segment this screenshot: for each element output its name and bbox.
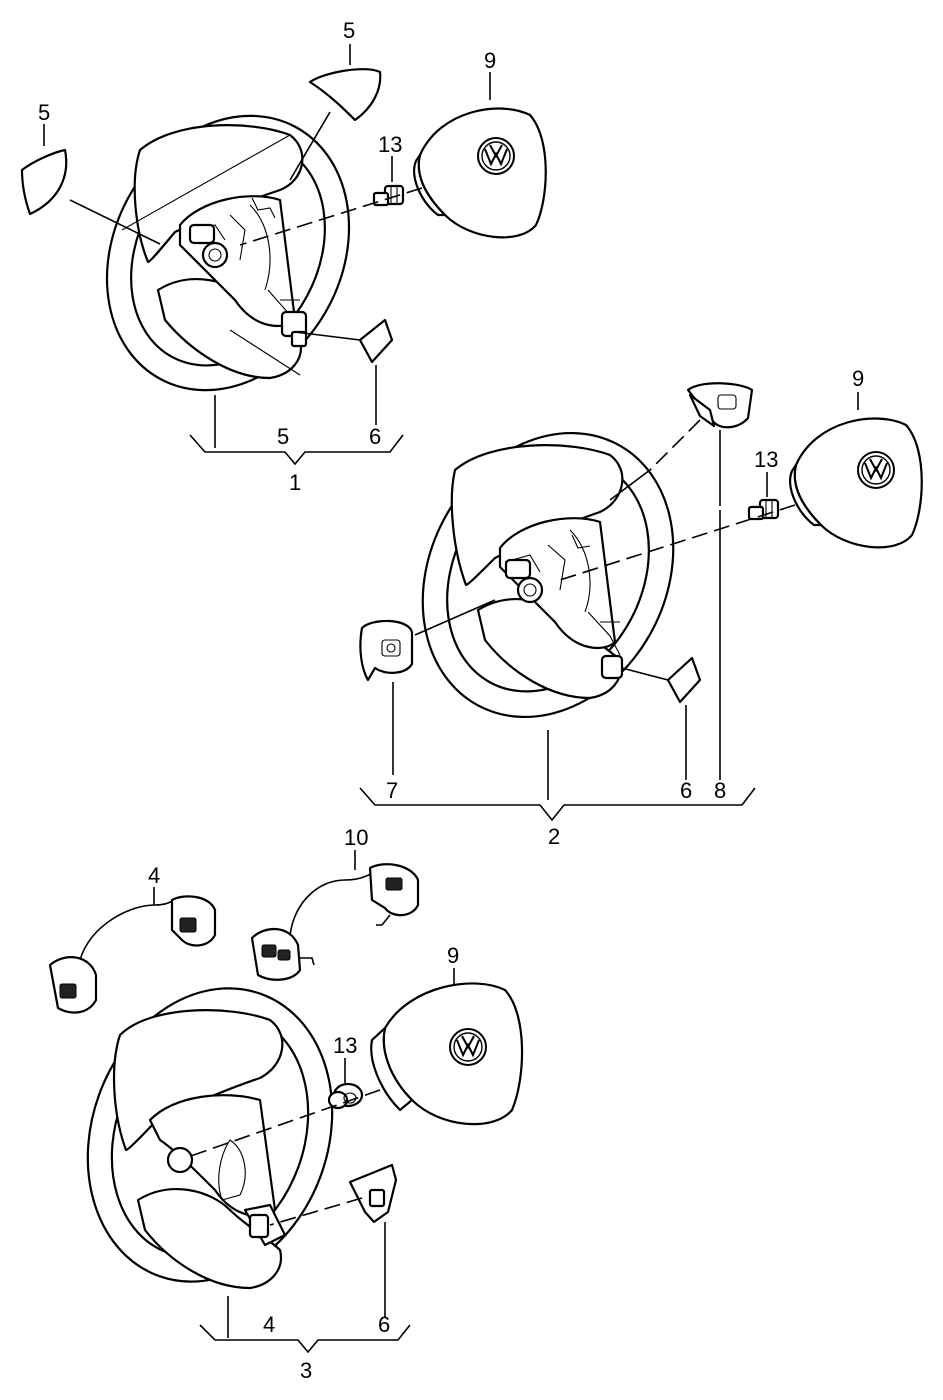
callout-3: 3 [300,1358,312,1383]
callout-4-top: 4 [148,863,160,888]
callout-9-b: 9 [852,366,864,391]
button-module-4 [48,895,217,1014]
button-module-7 [359,619,414,682]
trim-cover-5-top [308,68,382,122]
callout-8: 8 [714,778,726,803]
callout-10: 10 [344,825,368,850]
trim-cover-6-b [666,656,702,704]
callout-9-a: 9 [484,48,496,73]
steering-wheel-3 [86,987,334,1290]
steering-wheel-2 [421,431,675,719]
callout-6-bracket-b: 6 [680,778,692,803]
assembly-1: 5 5 9 13 5 6 1 [20,18,547,495]
callout-13-b: 13 [754,447,778,472]
airbag-9-a [413,107,547,239]
callout-9-c: 9 [447,943,459,968]
trim-cover-6-a [358,318,394,364]
callout-4-bracket: 4 [263,1312,275,1337]
bolt-13-c [327,1082,364,1110]
callout-2: 2 [548,824,560,849]
steering-wheel-1 [105,114,351,392]
callout-5-left: 5 [38,100,50,125]
trim-cover-6-c-slot [368,1188,386,1208]
airbag-9-c [370,982,524,1126]
callout-5-top: 5 [343,18,355,43]
callout-6-bracket-c: 6 [378,1312,390,1337]
callout-5-bracket: 5 [277,424,289,449]
assembly-3: 10 4 9 13 4 6 3 [48,825,524,1383]
button-module-8 [686,382,754,429]
callout-1: 1 [289,470,301,495]
callout-7: 7 [386,778,398,803]
bolt-13-b [747,498,780,521]
button-module-10 [250,863,420,981]
trim-cover-5-left [20,148,68,216]
callout-13-a: 13 [378,132,402,157]
callout-6-bracket-a: 6 [369,424,381,449]
callout-13-c: 13 [333,1033,357,1058]
airbag-9-b [789,417,923,549]
assembly-2: 9 13 7 6 8 2 [359,366,923,849]
